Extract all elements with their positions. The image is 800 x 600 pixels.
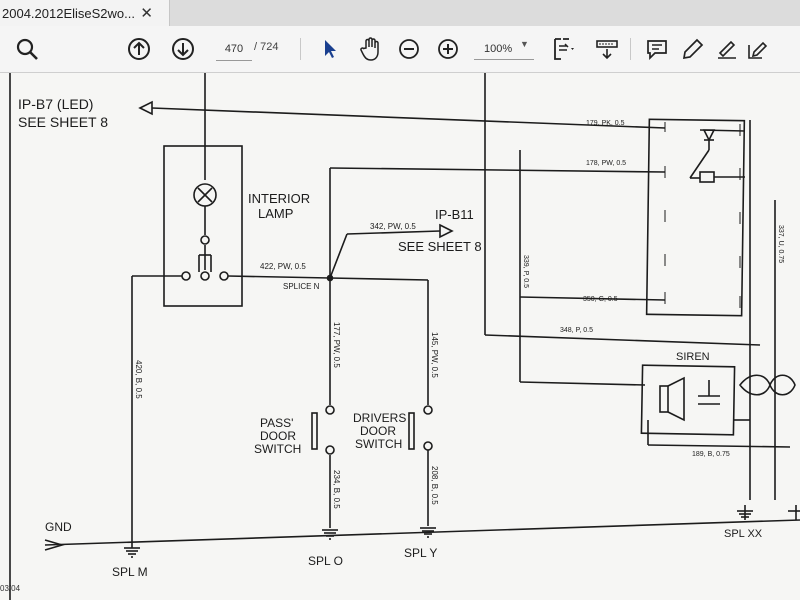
select-cursor-icon[interactable]: [315, 34, 345, 64]
see-sheet-label: SEE SHEET 8: [18, 114, 108, 130]
siren-label: SIREN: [676, 351, 710, 363]
wire-label: 337, U, 0.75: [777, 225, 784, 263]
wire-label: 179, PK, 0.5: [586, 120, 625, 127]
scroll-mode-icon[interactable]: [592, 34, 622, 64]
page-number-input[interactable]: [216, 38, 252, 61]
interior-lamp-label: LAMP: [258, 206, 293, 221]
interior-lamp-label: INTERIOR: [248, 191, 310, 206]
wire-label: 339, P, 0.5: [522, 255, 529, 288]
search-icon[interactable]: [12, 34, 42, 64]
zoom-level-value: 100%: [484, 42, 513, 55]
drivers-switch-label: SWITCH: [355, 437, 402, 451]
page-up-icon[interactable]: [124, 34, 154, 64]
highlight-pen-icon[interactable]: [678, 34, 708, 64]
wiring-diagram: IP-B7 (LED) SEE SHEET 8 INTERIOR LAMP IP…: [9, 73, 800, 600]
fit-page-icon[interactable]: [548, 34, 578, 64]
hand-pan-icon[interactable]: [356, 34, 386, 64]
wire-label: 422, PW, 0.5: [260, 262, 306, 271]
tab-bar: 2004.2012EliseS2wo... ✕: [0, 0, 800, 27]
wire-label: 177, PW, 0.5: [332, 322, 341, 368]
wire-label: 189, B, 0.75: [692, 451, 730, 458]
pdf-toolbar: / 724 100% ▼: [0, 26, 800, 73]
page-down-icon[interactable]: [168, 34, 198, 64]
chevron-down-icon[interactable]: ▼: [520, 39, 529, 49]
spl-o-label: SPL O: [308, 554, 343, 568]
pass-switch-label: DOOR: [260, 429, 296, 443]
see-sheet-label: SEE SHEET 8: [398, 239, 482, 254]
spl-y-label: SPL Y: [404, 546, 437, 560]
wire-label: 178, PW, 0.5: [586, 160, 626, 167]
document-page: IP-B7 (LED) SEE SHEET 8 INTERIOR LAMP IP…: [0, 73, 800, 600]
splice-label: SPLICE N: [283, 282, 320, 291]
fill-sign-icon[interactable]: [742, 34, 772, 64]
gnd-label: GND: [45, 520, 72, 534]
pass-switch-label: SWITCH: [254, 442, 301, 456]
document-tab[interactable]: 2004.2012EliseS2wo... ✕: [0, 0, 170, 26]
drivers-switch-label: DOOR: [360, 424, 396, 438]
wire-label: 350, G, 0.5: [583, 296, 618, 303]
spl-xx-label: SPL XX: [724, 528, 763, 540]
toolbar-divider: [630, 38, 631, 60]
footer-date: 03/04: [0, 584, 21, 593]
sign-icon[interactable]: [712, 34, 742, 64]
zoom-in-icon[interactable]: [433, 34, 463, 64]
close-tab-icon[interactable]: ✕: [140, 5, 153, 22]
wire-label: 342, PW, 0.5: [370, 222, 416, 231]
wire-label: 348, P, 0.5: [560, 327, 593, 334]
drivers-switch-label: DRIVERS: [353, 411, 406, 425]
zoom-out-icon[interactable]: [394, 34, 424, 64]
comment-icon[interactable]: [642, 34, 672, 64]
wire-label: 208, B, 0.5: [430, 466, 439, 505]
wire-label: 145, PW, 0.5: [430, 332, 439, 378]
toolbar-divider: [300, 38, 301, 60]
page-total-label: / 724: [254, 41, 279, 53]
spl-m-label: SPL M: [112, 565, 148, 579]
ip-b7-label: IP-B7 (LED): [18, 96, 93, 112]
document-tab-title: 2004.2012EliseS2wo...: [2, 5, 135, 21]
wire-label: 420, B, 0.5: [134, 360, 143, 399]
wire-label: 234, B, 0.5: [332, 470, 341, 509]
pass-switch-label: PASS': [260, 416, 293, 430]
ip-b11-label: IP-B11: [435, 207, 474, 222]
zoom-level-select[interactable]: 100%: [474, 38, 534, 60]
